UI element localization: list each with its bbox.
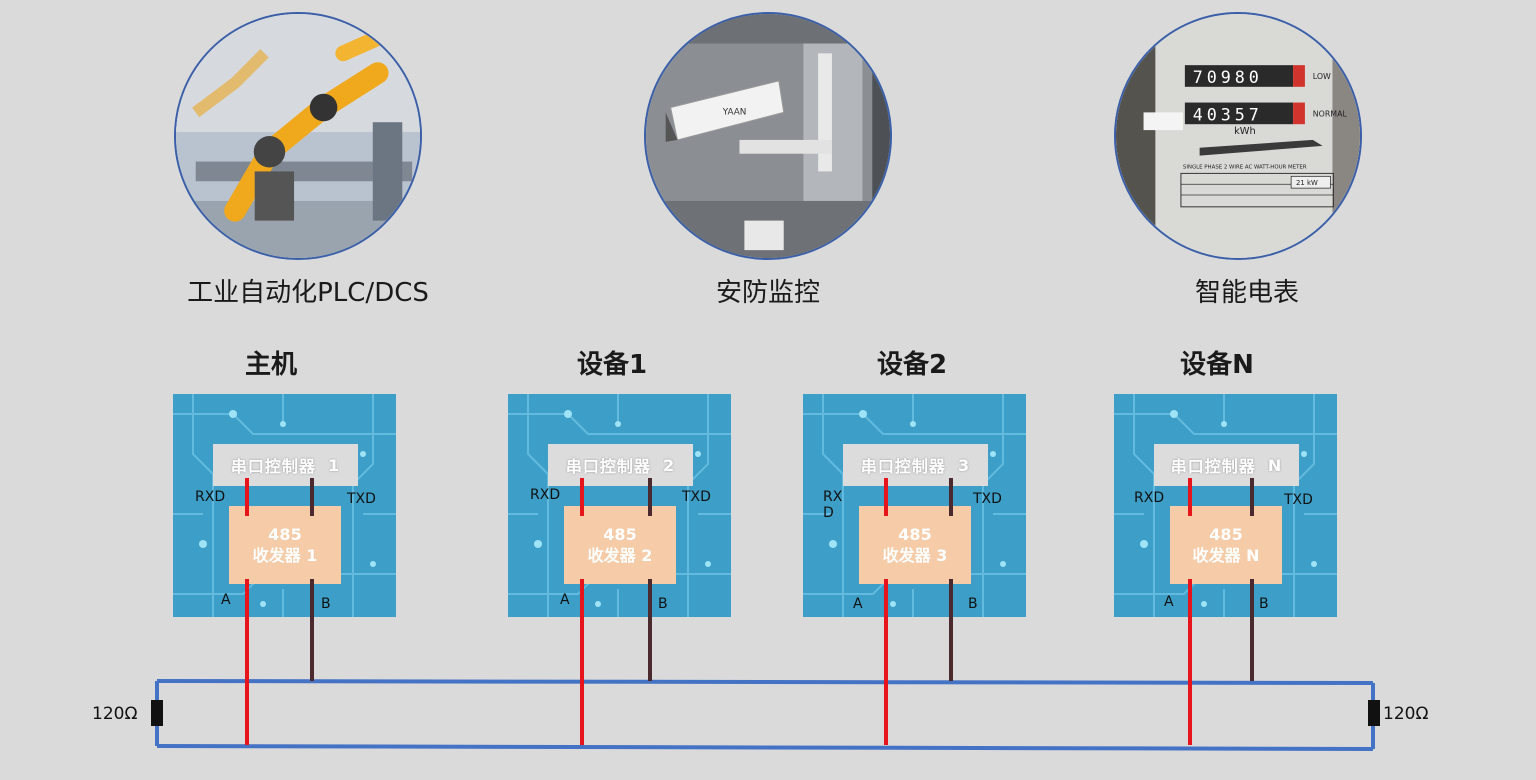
serial-controller-host: 串口控制器 1: [213, 444, 358, 486]
a-label-host: A: [221, 592, 231, 608]
controller-number: 2: [662, 455, 676, 475]
txd-label-host: TXD: [347, 491, 376, 507]
meter-normal: NORMAL: [1313, 109, 1348, 118]
transceiver-line1: 485: [1209, 525, 1243, 544]
rxd-label-n: RXD: [1134, 490, 1165, 506]
rs485-transceiver-1: 485 收发器 2: [564, 506, 676, 584]
serial-controller-1: 串口控制器 2: [548, 444, 693, 486]
device-title-1: 设备1: [576, 350, 648, 380]
device-board-1: 串口控制器 2 485 收发器 2 RXD TXD A B: [508, 394, 731, 617]
controller-number: N: [1267, 455, 1283, 475]
meter-digits-top: 70980: [1193, 67, 1263, 87]
terminator-left-label: 120Ω: [92, 704, 138, 724]
terminator-right: [1368, 700, 1380, 726]
transceiver-line2: 收发器 1: [252, 546, 318, 565]
application-label-security: 安防监控: [715, 278, 820, 308]
serial-controller-2: 串口控制器 3: [843, 444, 988, 486]
serial-controller-n: 串口控制器 N: [1154, 444, 1299, 486]
controller-text: 串口控制器: [860, 457, 946, 476]
robot-arm-icon: [176, 14, 420, 258]
a-label-n: A: [1164, 594, 1174, 610]
rs485-transceiver-2: 485 收发器 3: [859, 506, 971, 584]
b-label-host: B: [321, 596, 331, 612]
txd-label-n: TXD: [1284, 492, 1313, 508]
meter-kwh: kWh: [1234, 126, 1256, 137]
meter-digits-bottom: 40357: [1193, 104, 1263, 124]
electric-meter-image: 70980 40357 LOW NORMAL kWh SINGLE PHASE …: [1114, 12, 1362, 260]
transceiver-line2: 收发器 N: [1192, 546, 1260, 565]
controller-text: 串口控制器: [565, 457, 651, 476]
transceiver-line1: 485: [603, 525, 637, 544]
device-board-n: 串口控制器 N 485 收发器 N RXD TXD A B: [1114, 394, 1337, 617]
meter-rating: 21 kW: [1296, 179, 1318, 187]
device-title-2: 设备2: [876, 350, 948, 380]
controller-number: 3: [957, 455, 971, 475]
controller-number: 1: [327, 455, 341, 475]
security-camera-image: YAAN: [644, 12, 892, 260]
b-label-2: B: [968, 596, 978, 612]
txd-label-2: TXD: [973, 491, 1002, 507]
transceiver-line1: 485: [268, 525, 302, 544]
application-label-meter: 智能电表: [1194, 278, 1299, 308]
controller-text: 串口控制器: [230, 457, 316, 476]
rs485-transceiver-host: 485 收发器 1: [229, 506, 341, 584]
plc-dcs-image: [174, 12, 422, 260]
transceiver-line1: 485: [898, 525, 932, 544]
rxd-label-2: RX D: [823, 489, 843, 521]
electric-meter-icon: 70980 40357 LOW NORMAL kWh SINGLE PHASE …: [1116, 14, 1360, 258]
svg-text:YAAN: YAAN: [722, 107, 747, 117]
transceiver-line2: 收发器 3: [882, 546, 948, 565]
rxd-label-host: RXD: [195, 489, 226, 505]
a-label-2: A: [853, 596, 863, 612]
b-label-1: B: [658, 596, 668, 612]
device-title-n: 设备N: [1180, 350, 1254, 380]
rxd-label-1: RXD: [530, 487, 561, 503]
txd-label-1: TXD: [682, 489, 711, 505]
device-board-2: 串口控制器 3 485 收发器 3 RX D TXD A B: [803, 394, 1026, 617]
meter-low: LOW: [1313, 72, 1331, 81]
controller-text: 串口控制器: [1170, 457, 1256, 476]
rs485-transceiver-n: 485 收发器 N: [1170, 506, 1282, 584]
meter-spec: SINGLE PHASE 2 WIRE AC WATT-HOUR METER: [1183, 164, 1307, 170]
a-label-1: A: [560, 592, 570, 608]
bus-line-a: [156, 744, 1374, 751]
terminator-left: [151, 700, 163, 726]
application-label-plc-dcs: 工业自动化PLC/DCS: [187, 278, 429, 308]
security-camera-icon: YAAN: [646, 14, 890, 258]
transceiver-line2: 收发器 2: [587, 546, 653, 565]
b-label-n: B: [1259, 596, 1269, 612]
device-title-host: 主机: [244, 350, 297, 380]
terminator-right-label: 120Ω: [1383, 704, 1429, 724]
device-board-host: 串口控制器 1 485 收发器 1 RXD TXD A B: [173, 394, 396, 617]
bus-line-b: [156, 679, 1374, 685]
